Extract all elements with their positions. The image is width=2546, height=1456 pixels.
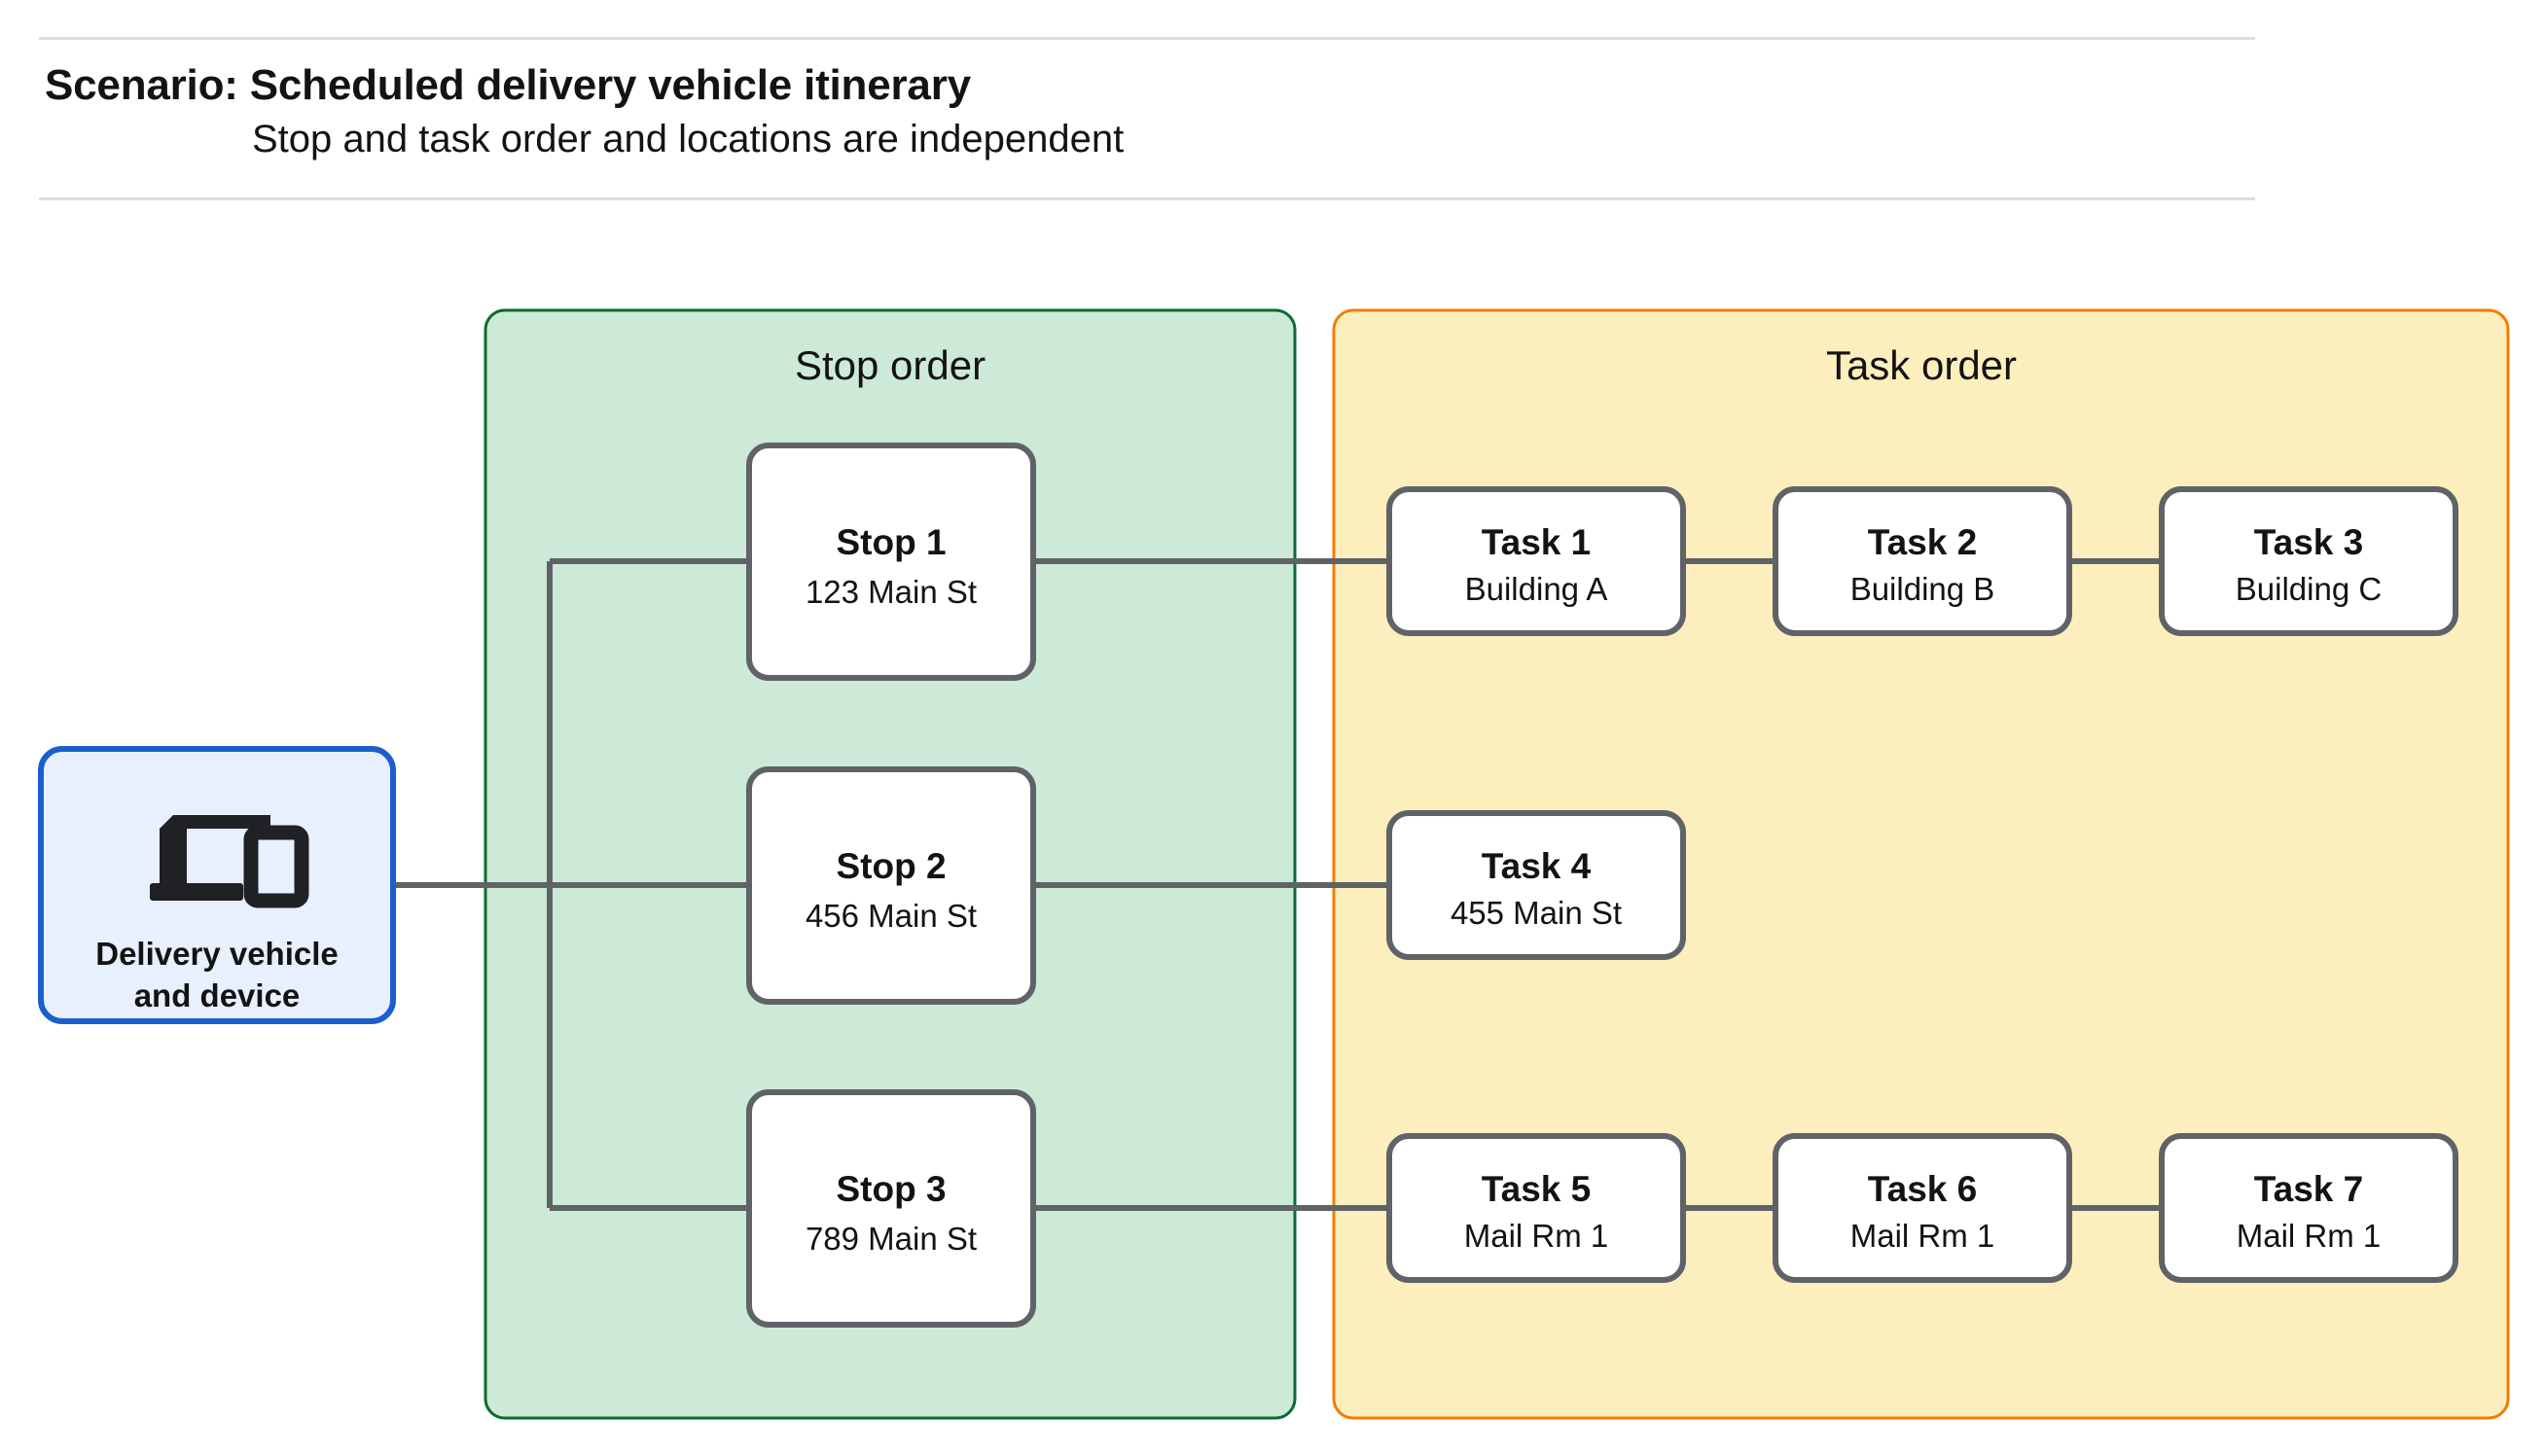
- task-node-6-location: Mail Rm 1: [1850, 1218, 1995, 1254]
- stop-order-panel-title: Stop order: [795, 342, 986, 388]
- task-node-4-title: Task 4: [1482, 846, 1592, 886]
- task-node-5-rect: [1386, 1133, 1686, 1283]
- delivery-vehicle-label-line1: Delivery vehicle: [95, 936, 339, 972]
- task-node-1-title: Task 1: [1482, 522, 1591, 562]
- task-node-3-title: Task 3: [2254, 522, 2363, 562]
- stop-node-2-rect: [746, 766, 1036, 1005]
- stop-node-2-address: 456 Main St: [806, 898, 977, 934]
- page-title: Scenario: Scheduled delivery vehicle iti…: [45, 61, 971, 109]
- task-node-2[interactable]: Task 2 Building B: [1773, 486, 2072, 636]
- header-rule-top: [39, 37, 2255, 40]
- task-node-6[interactable]: Task 6 Mail Rm 1: [1773, 1133, 2072, 1283]
- task-node-2-rect: [1773, 486, 2072, 636]
- header: Scenario: Scheduled delivery vehicle iti…: [45, 60, 2185, 162]
- task-node-1-location: Building A: [1465, 571, 1608, 607]
- stop-node-1-rect: [746, 443, 1036, 681]
- task-node-2-location: Building B: [1850, 571, 1995, 607]
- header-rule-bottom: [39, 197, 2255, 200]
- task-node-1-rect: [1386, 486, 1686, 636]
- task-node-4-rect: [1386, 810, 1686, 960]
- task-node-1[interactable]: Task 1 Building A: [1386, 486, 1686, 636]
- task-node-7-location: Mail Rm 1: [2237, 1218, 2382, 1254]
- stop-node-1-title: Stop 1: [836, 522, 946, 562]
- stop-node-3[interactable]: Stop 3 789 Main St: [746, 1089, 1036, 1328]
- task-node-5[interactable]: Task 5 Mail Rm 1: [1386, 1133, 1686, 1283]
- stop-node-1[interactable]: Stop 1 123 Main St: [746, 443, 1036, 681]
- task-node-2-title: Task 2: [1868, 522, 1977, 562]
- stop-node-3-address: 789 Main St: [806, 1221, 977, 1257]
- connector-lines: [376, 558, 2162, 1211]
- task-node-7-rect: [2159, 1133, 2458, 1283]
- task-node-6-rect: [1773, 1133, 2072, 1283]
- stop-node-2[interactable]: Stop 2 456 Main St: [746, 766, 1036, 1005]
- task-node-7[interactable]: Task 7 Mail Rm 1: [2159, 1133, 2458, 1283]
- task-node-7-title: Task 7: [2254, 1169, 2363, 1209]
- task-node-4[interactable]: Task 4 455 Main St: [1386, 810, 1686, 960]
- stop-node-2-title: Stop 2: [836, 846, 946, 886]
- task-node-3-rect: [2159, 486, 2458, 636]
- stop-node-1-address: 123 Main St: [806, 574, 977, 610]
- stop-node-3-title: Stop 3: [836, 1169, 946, 1209]
- devices-icon: [150, 815, 309, 908]
- page-subtitle: Stop and task order and locations are in…: [252, 117, 1125, 160]
- delivery-vehicle-label-line2: and device: [134, 977, 301, 1013]
- task-node-5-location: Mail Rm 1: [1464, 1218, 1609, 1254]
- task-order-panel-title: Task order: [1826, 342, 2017, 388]
- task-node-5-title: Task 5: [1482, 1169, 1591, 1209]
- task-node-4-location: 455 Main St: [1451, 895, 1622, 931]
- delivery-vehicle-node[interactable]: Delivery vehicle and device: [38, 746, 396, 1024]
- task-node-3-location: Building C: [2236, 571, 2382, 607]
- stop-node-3-rect: [746, 1089, 1036, 1328]
- task-node-3[interactable]: Task 3 Building C: [2159, 486, 2458, 636]
- task-node-6-title: Task 6: [1868, 1169, 1977, 1209]
